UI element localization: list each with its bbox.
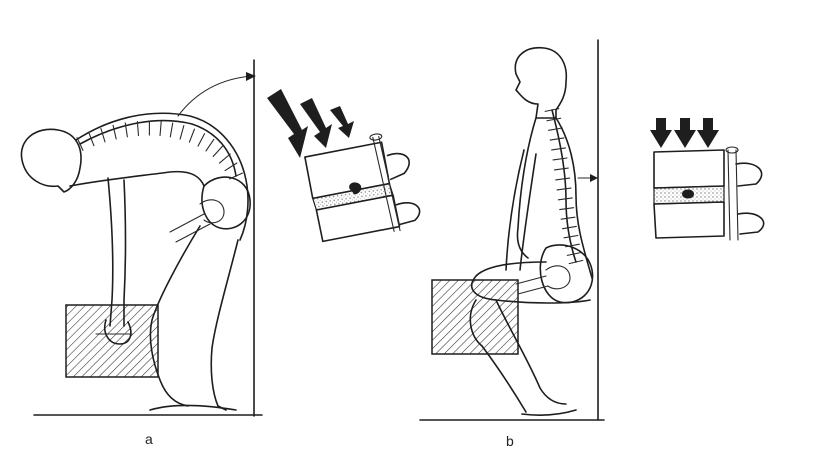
spine-a-vertebra-tick xyxy=(189,129,194,142)
arm-b xyxy=(506,150,536,270)
spine-b-vertebra-tick xyxy=(561,217,575,219)
panel-a: a xyxy=(21,60,422,447)
spine-a-vertebra-tick xyxy=(101,129,105,142)
vertebral-body-lower-b xyxy=(654,202,724,238)
facet-column-b xyxy=(728,150,738,240)
spine-b-vertebra-tick xyxy=(549,128,563,130)
vertebra-detail-b xyxy=(654,147,764,240)
spine-a-vertebra-tick xyxy=(113,125,116,139)
spine-b-vertebra-tick xyxy=(556,178,570,180)
vertebral-body-upper-b xyxy=(654,150,724,188)
spine-b-vertebra-tick xyxy=(552,148,566,150)
spine-a xyxy=(80,121,236,176)
pelvis-a xyxy=(202,177,250,229)
head-b xyxy=(515,48,566,118)
force-arrow-b3 xyxy=(697,118,719,148)
spine-b-vertebra-tick xyxy=(553,158,567,160)
femur-a xyxy=(170,214,210,242)
force-arrow-large xyxy=(267,89,308,158)
panel-label-a: a xyxy=(145,431,153,447)
force-arrow-b2 xyxy=(674,118,696,148)
spine-b-vertebra-tick xyxy=(563,226,577,228)
force-arrows-b xyxy=(650,118,719,148)
spine-a-vertebra-tick xyxy=(206,139,214,151)
chest-contour-a xyxy=(70,172,204,186)
spinous-process-lower-a xyxy=(396,201,421,225)
spine-a-vertebra-tick xyxy=(180,126,184,139)
spinous-process-upper-b xyxy=(736,163,762,186)
force-arrow-medium xyxy=(300,98,332,148)
arm-a xyxy=(108,178,126,326)
spine-b-vertebra-tick xyxy=(564,235,578,237)
foot-b xyxy=(522,410,576,415)
force-arrows-a xyxy=(267,89,354,158)
force-arrow-b1 xyxy=(650,118,672,148)
upright-figure xyxy=(470,48,592,415)
spine-b-vertebra-tick xyxy=(554,168,568,170)
spine-b-vertebra-tick xyxy=(550,138,564,140)
leg-back-a xyxy=(211,240,238,410)
spine-a-vertebra-tick xyxy=(170,123,172,137)
panel-label-b: b xyxy=(506,433,514,449)
head-a xyxy=(21,129,81,192)
spine-b-vertebra-tick xyxy=(557,188,571,190)
spine-a-vertebra-tick xyxy=(160,122,161,136)
hip-joint-b xyxy=(546,266,570,289)
nucleus-b xyxy=(682,190,694,199)
spinous-process-upper-a xyxy=(387,152,411,179)
front-contour-b xyxy=(517,118,536,258)
spine-a-vertebra-tick xyxy=(213,146,222,156)
spine-a-vertebra-tick xyxy=(198,134,205,146)
panel-b: b xyxy=(420,40,764,449)
flexion-angle-arc xyxy=(178,76,252,116)
vertebra-detail-a xyxy=(303,129,422,242)
force-arrow-small xyxy=(330,106,354,138)
spinous-process-lower-b xyxy=(738,213,764,234)
spine-a-vertebra-tick xyxy=(220,154,231,163)
facet-knob-a xyxy=(369,133,382,141)
lordosis-measure-arrowhead xyxy=(590,174,598,182)
